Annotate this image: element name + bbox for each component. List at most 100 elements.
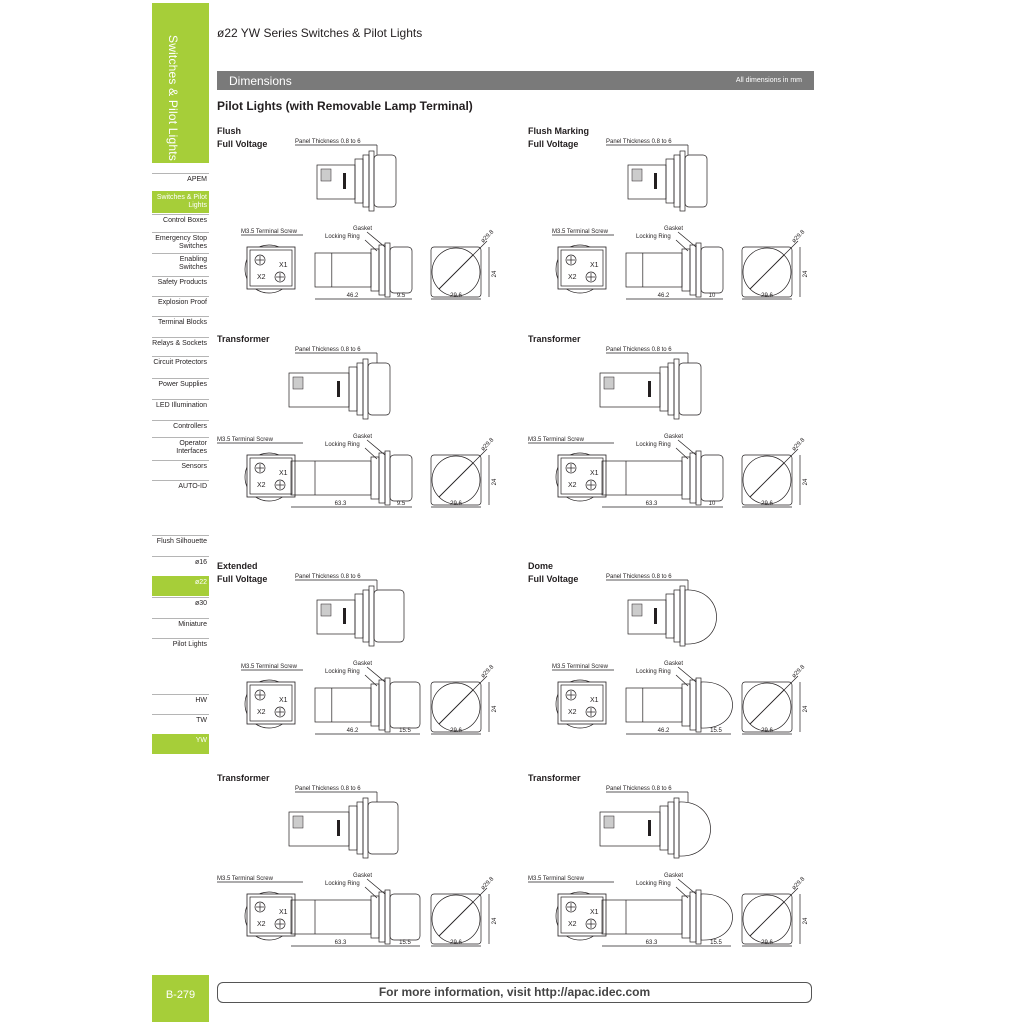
nav-item-5[interactable]: Safety Products (152, 276, 209, 295)
diameter-dim: ø29.8 (480, 876, 496, 892)
panel-thickness-label: Panel Thickness 0.8 to 6 (295, 347, 361, 353)
lens-length-dim: 9.5 (397, 501, 406, 507)
locking-ring-label: Locking Ring (636, 669, 671, 675)
nav-item-1[interactable]: Switches & Pilot Lights (152, 191, 209, 213)
nav-item-8[interactable]: Relays & Sockets (152, 337, 209, 355)
side-view-top: Panel Thickness 0.8 to 6 (606, 574, 717, 647)
panel-sublabel: Full Voltage (217, 139, 268, 149)
nav-item-18[interactable]: ø22 (152, 576, 209, 596)
side-title-tab: Switches & Pilot Lights (152, 3, 209, 163)
diameter-dim: ø29.8 (791, 664, 807, 680)
nav-item-14[interactable]: Sensors (152, 460, 209, 479)
locking-ring-label: Locking Ring (325, 442, 360, 448)
panel-label: Flush Marking (528, 126, 590, 136)
width-dim: 29.6 (761, 501, 773, 507)
series-title: ø22 YW Series Switches & Pilot Lights (217, 26, 423, 40)
nav-item-6[interactable]: Explosion Proof (152, 296, 209, 315)
nav-item-7[interactable]: Terminal Blocks (152, 316, 209, 335)
nav-item-15[interactable]: AUTO-ID (152, 480, 209, 501)
locking-ring-label: Locking Ring (325, 234, 360, 240)
side-view-top: Panel Thickness 0.8 to 6 (295, 139, 397, 212)
nav-item-2[interactable]: Control Boxes (152, 214, 209, 231)
side-view-top: Panel Thickness 0.8 to 6 (288, 347, 391, 420)
panel-thickness-label: Panel Thickness 0.8 to 6 (606, 574, 672, 580)
terminal-screw-label: M3.5 Terminal Screw (528, 876, 585, 882)
height-dim: 24 (492, 705, 498, 712)
gasket-label: Gasket (353, 226, 372, 232)
lens-length-dim: 15.5 (399, 940, 411, 946)
panel-sublabel: Full Voltage (528, 574, 579, 584)
panel-label: Dome (528, 561, 554, 571)
gasket-label: Gasket (353, 661, 372, 667)
gasket-label: Gasket (353, 873, 372, 879)
locking-ring-label: Locking Ring (325, 669, 360, 675)
locking-ring-label: Locking Ring (636, 442, 671, 448)
body-length-dim: 63.3 (335, 501, 347, 507)
nav-item-19[interactable]: ø30 (152, 597, 209, 617)
width-dim: 29.6 (450, 501, 462, 507)
terminal-x2: X2 (568, 482, 577, 489)
nav-item-12[interactable]: Controllers (152, 420, 209, 436)
footer-link[interactable]: For more information, visit http://apac.… (217, 982, 812, 1003)
nav-item-16[interactable]: Flush Silhouette (152, 535, 209, 554)
nav-item-17[interactable]: ø16 (152, 556, 209, 575)
height-dim: 24 (803, 917, 809, 924)
nav-item-20[interactable]: Miniature (152, 618, 209, 637)
diameter-dim: ø29.8 (480, 229, 496, 245)
lens-length-dim: 15.5 (399, 728, 411, 734)
height-dim: 24 (803, 705, 809, 712)
nav-item-21[interactable]: Pilot Lights (152, 638, 209, 658)
height-dim: 24 (803, 270, 809, 277)
panel-label: Transformer (217, 773, 270, 783)
diameter-dim: ø29.8 (480, 664, 496, 680)
body-length-dim: 63.3 (646, 501, 658, 507)
height-dim: 24 (492, 917, 498, 924)
panel-drawing: Panel Thickness 0.8 to 6M3.5 Terminal Sc… (217, 347, 498, 508)
nav-item-10[interactable]: Power Supplies (152, 378, 209, 397)
panel-label: Flush (217, 126, 241, 136)
terminal-x1: X1 (590, 697, 599, 704)
nav-item-4[interactable]: Enabling Switches (152, 253, 209, 275)
side-view-top: Panel Thickness 0.8 to 6 (288, 786, 399, 859)
nav-item-22[interactable]: HW (152, 694, 209, 713)
width-dim: 29.6 (450, 293, 462, 299)
locking-ring-label: Locking Ring (325, 881, 360, 887)
terminal-screw-label: M3.5 Terminal Screw (528, 437, 585, 443)
nav-item-23[interactable]: TW (152, 714, 209, 733)
terminal-x2: X2 (257, 274, 266, 281)
terminal-screw-label: M3.5 Terminal Screw (241, 664, 298, 670)
panel-thickness-label: Panel Thickness 0.8 to 6 (606, 347, 672, 353)
diameter-dim: ø29.8 (791, 437, 807, 453)
terminal-screw-label: M3.5 Terminal Screw (241, 229, 298, 235)
nav-item-0[interactable]: APEM (152, 173, 209, 190)
nav-item-3[interactable]: Emergency Stop Switches (152, 232, 209, 252)
nav-item-13[interactable]: Operator Interfaces (152, 437, 209, 459)
terminal-x2: X2 (257, 921, 266, 928)
nav-item-9[interactable]: Circuit Protectors (152, 356, 209, 377)
section-bar: Dimensions All dimensions in mm (217, 71, 814, 90)
terminal-x1: X1 (279, 909, 288, 916)
terminal-screw-label: M3.5 Terminal Screw (552, 664, 609, 670)
nav-item-11[interactable]: LED Illumination (152, 399, 209, 418)
panel-thickness-label: Panel Thickness 0.8 to 6 (606, 139, 672, 145)
height-dim: 24 (803, 478, 809, 485)
body-length-dim: 46.2 (658, 728, 670, 734)
nav-item-24[interactable]: YW (152, 734, 209, 754)
side-view-top: Panel Thickness 0.8 to 6 (295, 574, 405, 647)
panel-label: Transformer (528, 334, 581, 344)
terminal-x1: X1 (590, 262, 599, 269)
